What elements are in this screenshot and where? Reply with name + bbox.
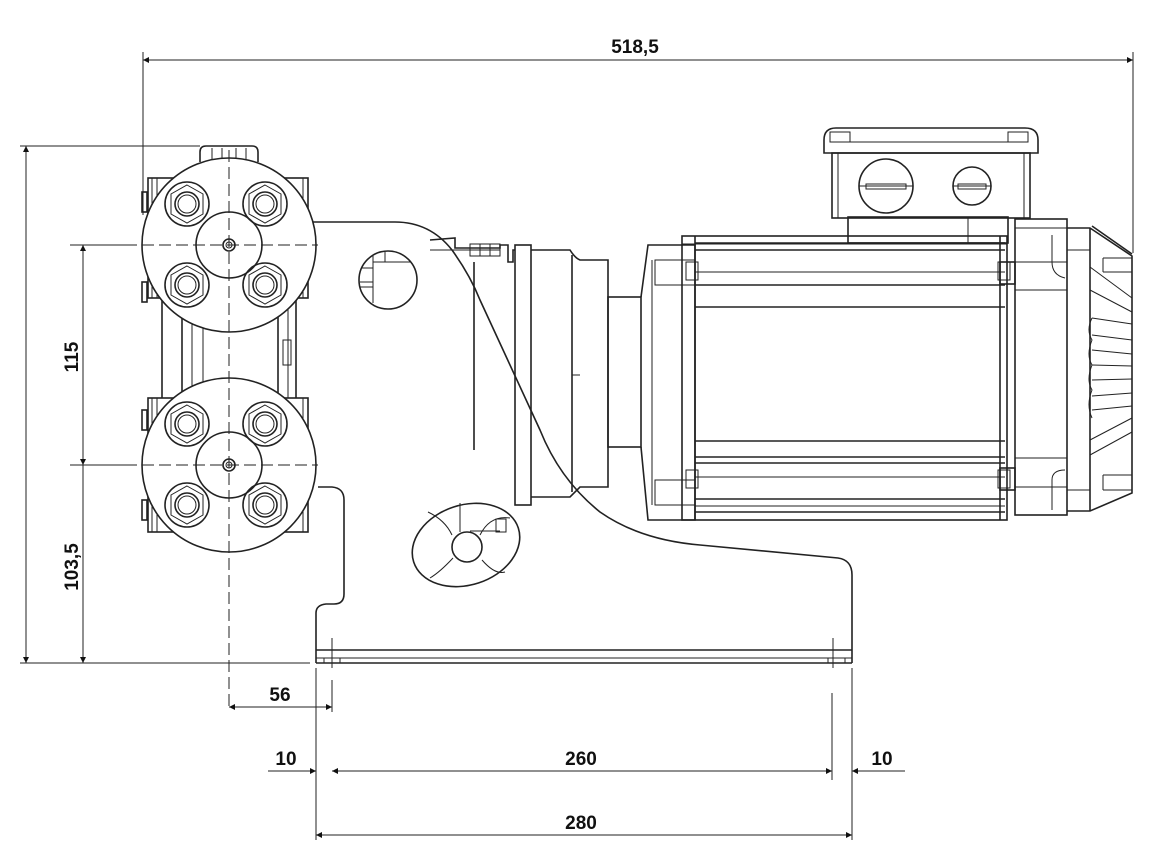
motor: [640, 127, 1133, 521]
bolt: [164, 262, 210, 308]
dim-label-head-spacing: 115: [62, 341, 83, 372]
bolt: [164, 482, 210, 528]
bolt: [242, 262, 288, 308]
bracket-cutout: [411, 502, 521, 588]
dimension-total-height: [20, 145, 310, 664]
dimension-overall-length: [142, 52, 1134, 253]
bolt: [164, 401, 210, 447]
bolt: [242, 401, 288, 447]
dim-label-lower-head-height: 103,5: [62, 543, 83, 591]
dim-label-base-edge-right: 10: [871, 749, 892, 770]
gearbox: [429, 237, 642, 506]
center-lines: [125, 150, 318, 710]
fan-cowl: [1067, 225, 1133, 512]
dim-label-base-edge-left: 10: [275, 749, 296, 770]
dim-label-base-length: 280: [565, 813, 597, 834]
bolt: [242, 181, 288, 227]
terminal-box: [823, 127, 1039, 244]
dimension-axis-to-hole: [229, 668, 853, 840]
dim-label-axis-to-hole: 56: [269, 685, 290, 706]
bolt: [164, 181, 210, 227]
dim-label-overall-length: 518,5: [611, 37, 659, 58]
mounting-bracket: [305, 221, 853, 668]
bracket-hole: [358, 250, 418, 310]
dimension-head-spacing: [70, 244, 125, 663]
dim-label-base-hole-spacing: 260: [565, 749, 597, 770]
bolt: [242, 482, 288, 528]
